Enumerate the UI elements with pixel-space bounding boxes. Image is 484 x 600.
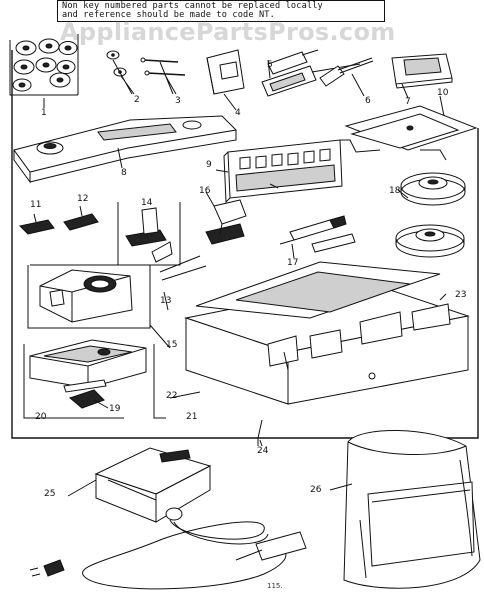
page-number: 115. [267,582,283,590]
instruction-book-icon [391,53,453,99]
extension-table-icon [13,115,238,184]
zipper-foot-icon [205,191,247,245]
callout-7: 7 [405,97,411,107]
callout-13: 13 [160,296,172,306]
callout-9: 9 [206,160,212,170]
callout-1: 1 [41,108,47,118]
accessory-tray-group [23,339,166,419]
callout-leaders [67,183,353,497]
callout-22: 22 [166,391,178,401]
spool-pins-icon [140,57,186,95]
disclaimer-note: Non key numbered parts cannot be replace… [57,0,385,22]
tray-cover-icon [340,95,478,161]
power-cord-icon [29,519,307,590]
callout-11: 11 [30,200,42,210]
attachment-box-group [27,202,207,349]
callout-2: 2 [134,95,140,105]
callout-6: 6 [365,96,371,106]
callout-14: 14 [141,198,153,208]
bobbin-icon [12,38,78,92]
spool-discs-icon [395,172,466,258]
pattern-cams-icon [215,139,343,204]
callout-10: 10 [437,88,449,98]
callout-18: 18 [389,186,401,196]
callout-16: 16 [199,186,211,196]
callout-5: 5 [267,60,273,70]
seam-guide-icon [206,49,245,111]
screwdriver-long-icon [319,57,374,97]
callout-15: 15 [166,340,178,350]
callout-17: 17 [287,258,299,268]
lint-brush-icon [279,215,356,259]
disclaimer-line-2: and reference should be made to code NT. [62,10,275,21]
callout-23: 23 [455,290,467,300]
storage-case-icon [169,261,470,405]
accessory-group-bracket [11,50,479,439]
callout-21: 21 [186,412,198,422]
presser-foot-icon [18,205,99,235]
dust-cover-icon [343,430,481,589]
watermark: AppliancePartsPros.com [60,18,396,46]
callout-26: 26 [310,485,322,495]
spool-washers-icon [106,50,135,95]
screwdrivers-icon [261,49,361,97]
callout-4: 4 [235,108,241,118]
callout-19: 19 [109,404,121,414]
callout-25: 25 [44,489,56,499]
foot-control-icon [94,447,212,523]
callout-20: 20 [35,412,47,422]
bobbins-group [9,34,79,108]
callout-24: 24 [257,446,269,456]
callout-12: 12 [77,194,89,204]
callout-3: 3 [175,96,181,106]
disclaimer-line-1: Non key numbered parts cannot be replace… [62,1,323,11]
callout-8: 8 [121,168,127,178]
